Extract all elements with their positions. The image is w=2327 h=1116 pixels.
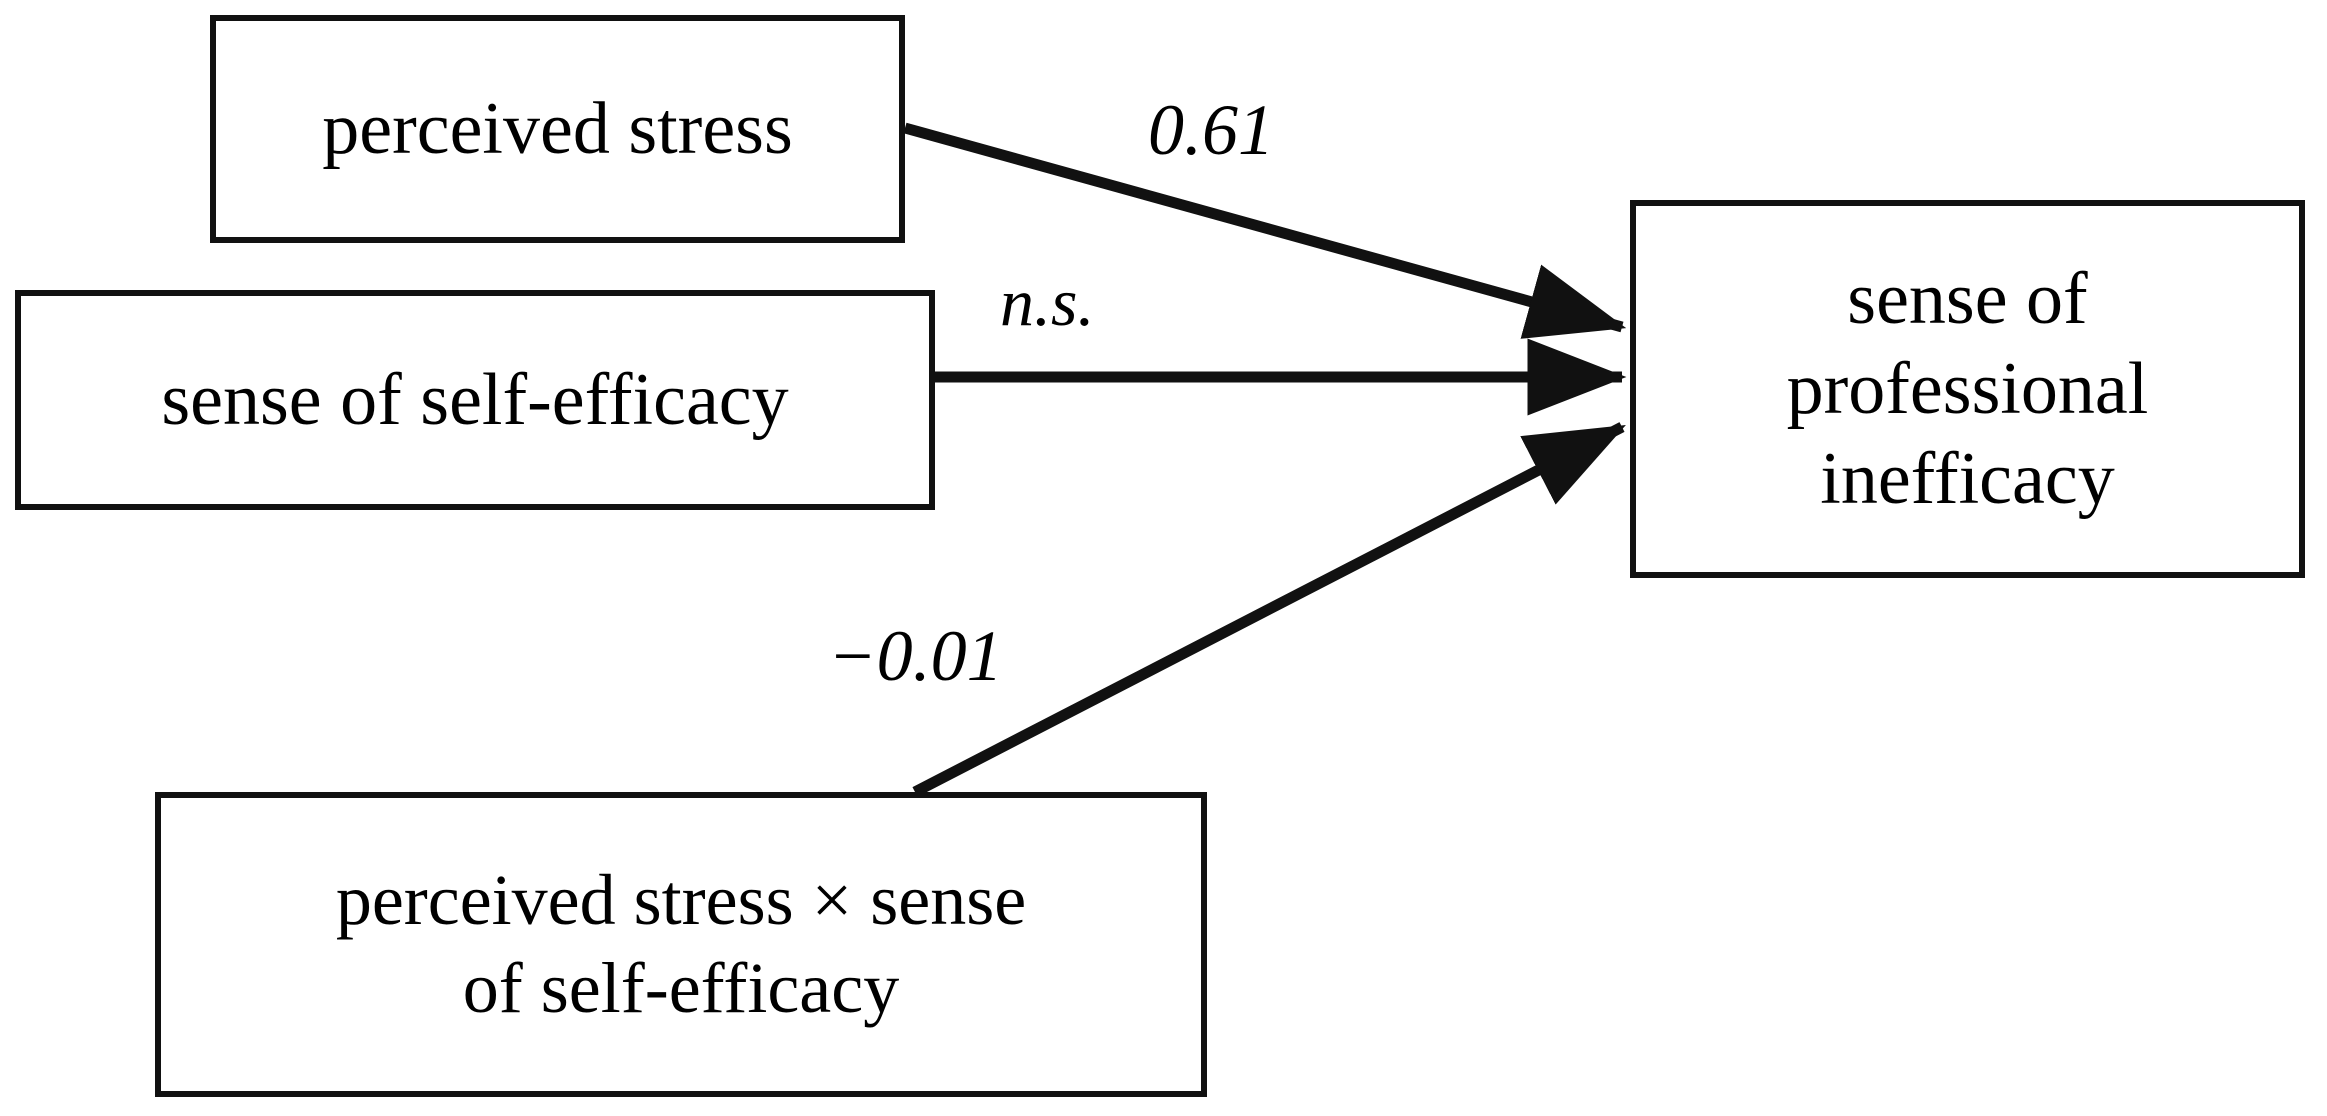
node-perceived-stress-label: perceived stress (322, 87, 793, 170)
edge-interaction-to-inefficacy (912, 422, 1626, 797)
node-interaction-term-label: perceived stress × sense of self-efficac… (335, 859, 1027, 1028)
edge-label-efficacy-nonsignificant: n.s. (1000, 264, 1095, 340)
node-professional-inefficacy-label: sense of professional inefficacy (1786, 257, 2149, 521)
edge-label-stress-coefficient: 0.61 (1148, 90, 1274, 170)
node-self-efficacy-label: sense of self-efficacy (161, 358, 789, 441)
edge-label-interaction-coefficient: −0.01 (828, 616, 1003, 696)
node-perceived-stress: perceived stress (210, 15, 905, 243)
node-interaction-term: perceived stress × sense of self-efficac… (155, 792, 1207, 1097)
node-professional-inefficacy: sense of professional inefficacy (1630, 200, 2305, 578)
node-self-efficacy: sense of self-efficacy (15, 290, 935, 510)
